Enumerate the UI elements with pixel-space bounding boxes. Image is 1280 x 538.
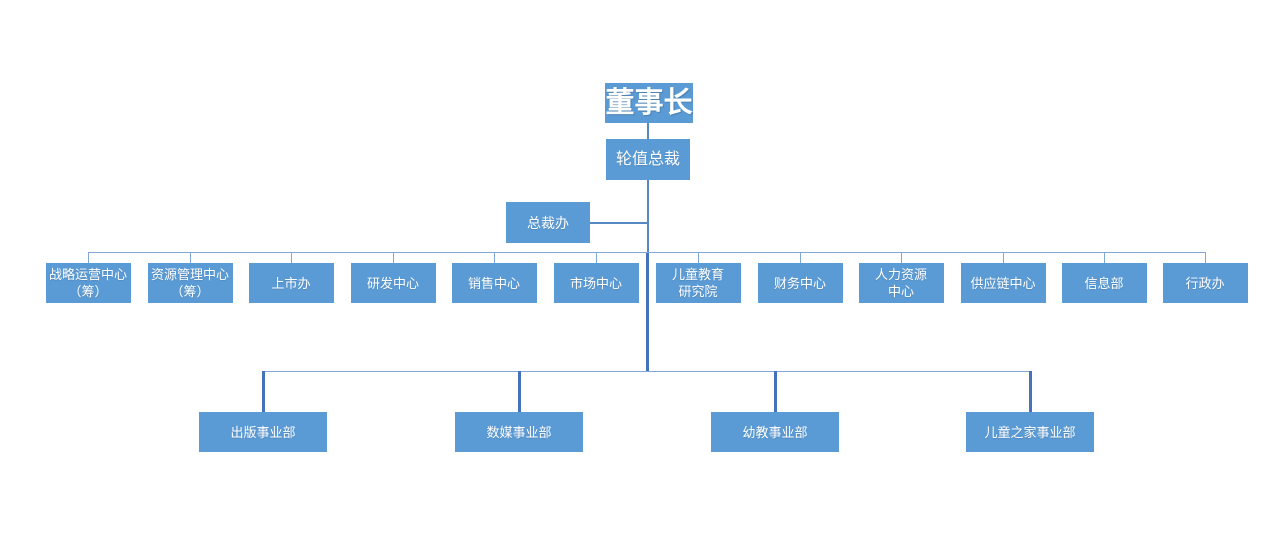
- connector-drop-dept-5: [493, 252, 495, 263]
- node-dept-label: 行政办: [1185, 275, 1225, 291]
- node-dept-label: 上市办: [271, 275, 311, 291]
- connector-division-bus: [263, 371, 1031, 373]
- node-chairman[interactable]: 董事长: [605, 83, 693, 123]
- node-dept-label: 儿童教育 研究院: [671, 267, 724, 299]
- connector-drop-dept-2: [189, 252, 191, 263]
- node-dept-hr-center[interactable]: 人力资源 中心: [858, 263, 944, 303]
- node-division-label: 数媒事业部: [486, 424, 552, 440]
- node-dept-sales-center[interactable]: 销售中心: [451, 263, 537, 303]
- node-dept-label: 人力资源 中心: [874, 267, 927, 299]
- node-dept-label: 销售中心: [467, 275, 520, 291]
- node-dept-label: 信息部: [1084, 275, 1124, 291]
- node-div-publishing[interactable]: 出版事业部: [199, 412, 327, 452]
- connector-trunk-upper: [646, 180, 649, 252]
- connector-drop-div-2: [518, 371, 521, 412]
- node-dept-label: 战略运营中心 （筹）: [48, 267, 127, 299]
- connector-drop-dept-10: [1002, 252, 1004, 263]
- connector-drop-div-4: [1029, 371, 1032, 412]
- node-dept-label: 资源管理中心 （筹）: [150, 267, 229, 299]
- node-division-label: 儿童之家事业部: [984, 424, 1076, 440]
- connector-chairman-president: [646, 123, 649, 139]
- connector-drop-dept-6: [595, 252, 597, 263]
- connector-drop-dept-4: [392, 252, 394, 263]
- connector-drop-dept-7: [697, 252, 699, 263]
- node-chairman-label: 董事长: [605, 87, 693, 119]
- node-dept-label: 财务中心: [773, 275, 826, 291]
- node-dept-admin-office[interactable]: 行政办: [1162, 263, 1248, 303]
- node-div-childrens-home[interactable]: 儿童之家事业部: [966, 412, 1094, 452]
- node-dept-label: 市场中心: [569, 275, 622, 291]
- node-dept-supply-chain-center[interactable]: 供应链中心: [960, 263, 1046, 303]
- connector-drop-dept-3: [290, 252, 292, 263]
- connector-trunk-lower: [646, 252, 649, 371]
- node-dept-resource-management[interactable]: 资源管理中心 （筹）: [147, 263, 233, 303]
- node-dept-marketing-center[interactable]: 市场中心: [553, 263, 639, 303]
- node-division-label: 出版事业部: [230, 424, 296, 440]
- connector-drop-dept-8: [799, 252, 801, 263]
- node-dept-children-education-institute[interactable]: 儿童教育 研究院: [655, 263, 741, 303]
- connector-drop-div-1: [262, 371, 265, 412]
- node-rotating-president[interactable]: 轮值总裁: [606, 139, 690, 180]
- node-rotating-president-label: 轮值总裁: [615, 150, 680, 168]
- node-dept-finance-center[interactable]: 财务中心: [757, 263, 843, 303]
- node-div-preschool-education[interactable]: 幼教事业部: [711, 412, 839, 452]
- node-dept-label: 研发中心: [366, 275, 419, 291]
- node-div-digital-media[interactable]: 数媒事业部: [455, 412, 583, 452]
- node-dept-rnd-center[interactable]: 研发中心: [350, 263, 436, 303]
- connector-drop-dept-1: [87, 252, 89, 263]
- node-dept-listing-office[interactable]: 上市办: [248, 263, 334, 303]
- connector-drop-div-3: [774, 371, 777, 412]
- connector-drop-dept-9: [900, 252, 902, 263]
- node-division-label: 幼教事业部: [742, 424, 808, 440]
- node-dept-label: 供应链中心: [970, 275, 1036, 291]
- connector-president-office: [590, 222, 648, 224]
- node-president-office-label: 总裁办: [527, 214, 569, 231]
- node-dept-information[interactable]: 信息部: [1061, 263, 1147, 303]
- node-dept-strategy-operations[interactable]: 战略运营中心 （筹）: [45, 263, 131, 303]
- connector-drop-dept-12: [1204, 252, 1206, 263]
- connector-department-bus: [88, 252, 1206, 254]
- node-president-office[interactable]: 总裁办: [506, 202, 590, 243]
- connector-drop-dept-11: [1103, 252, 1105, 263]
